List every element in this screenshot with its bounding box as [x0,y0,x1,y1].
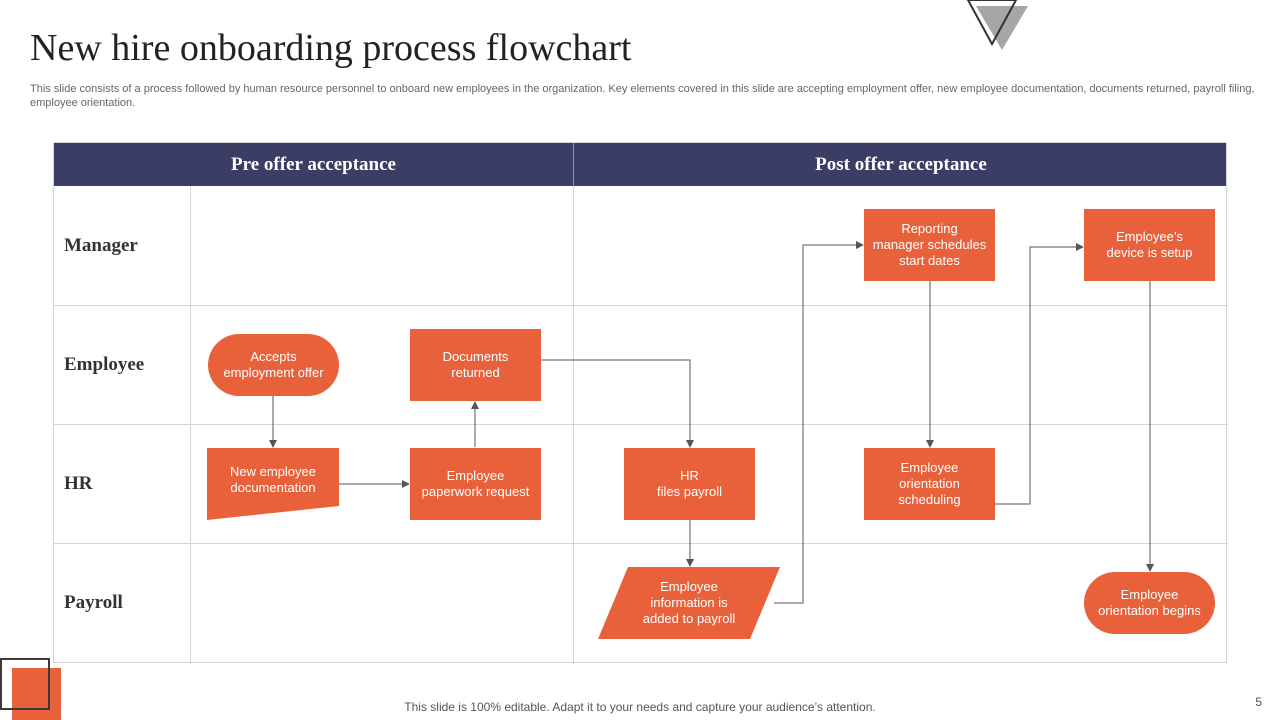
phase-column-divider [573,186,574,664]
node-info-added-payroll-label: Employee information is added to payroll [642,579,736,626]
lane-divider [54,424,1228,425]
column-header-pre-offer: Pre offer acceptance [231,154,396,175]
parallelogram-shape-icon [598,567,780,639]
triangle-logo-icon [966,0,1028,50]
label-column-divider [190,186,191,664]
table-header: Pre offer acceptance Post offer acceptan… [54,143,1226,186]
node-new-employee-documentation: New employee documentation [207,448,339,520]
node-documents-returned: Documents returned [410,329,541,401]
corner-outline-square [0,658,50,710]
footer-text: This slide is 100% editable. Adapt it to… [404,700,876,714]
node-new-employee-documentation-label: New employee documentation [230,464,316,495]
lane-label-payroll: Payroll [64,592,123,613]
corner-accent-square [12,668,61,720]
node-orientation-scheduling: Employee orientation scheduling [864,448,995,520]
node-orientation-begins: Employee orientation begins [1084,572,1215,634]
document-shape-icon [207,448,339,520]
lane-divider [54,543,1228,544]
slide-description: This slide consists of a process followe… [30,83,1255,109]
node-reporting-manager: Reporting manager schedules start dates [864,209,995,281]
header-divider [573,143,574,186]
swimlane-table: Pre offer acceptance Post offer acceptan… [53,142,1228,664]
lane-divider [54,305,1228,306]
page-title: New hire onboarding process flowchart [30,27,632,69]
node-device-setup: Employee’s device is setup [1084,209,1215,281]
column-header-post-offer: Post offer acceptance [815,154,987,175]
lane-label-employee: Employee [64,354,145,375]
node-paperwork-request: Employee paperwork request [410,448,541,520]
lane-label-hr: HR [64,473,93,494]
page-number: 5 [1255,695,1262,709]
lane-label-manager: Manager [64,235,138,256]
node-info-added-payroll: Employee information is added to payroll [598,567,780,639]
node-accepts-offer: Accepts employment offer [208,334,339,396]
node-hr-files-payroll: HR files payroll [624,448,755,520]
